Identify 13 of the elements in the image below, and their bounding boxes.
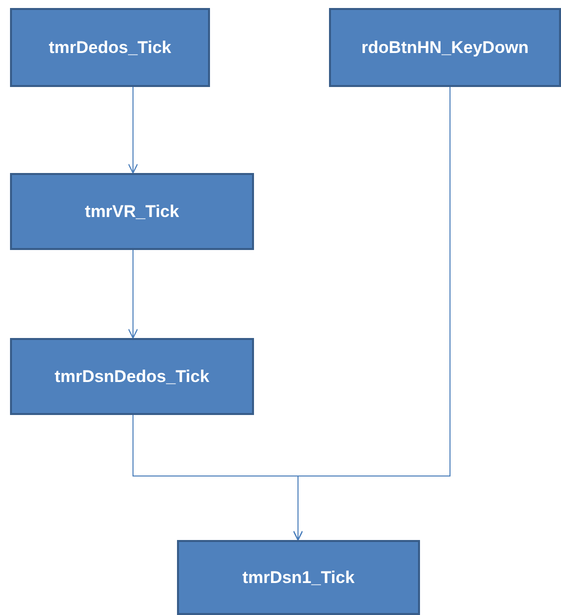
box-label: tmrDsnDedos_Tick <box>54 366 210 386</box>
process-box <box>10 173 254 250</box>
process-box <box>10 338 254 415</box>
connector-arrow <box>128 250 138 339</box>
connector-arrow <box>292 86 450 541</box>
box-label: tmrDedos_Tick <box>48 38 172 58</box>
process-box <box>329 8 561 87</box>
box-label: tmrDsn1_Tick <box>242 568 355 588</box>
process-box <box>10 8 210 87</box>
box-label: tmrVR_Tick <box>84 202 180 222</box>
connector-arrow <box>128 86 138 174</box>
box-label: rdoBtnHN_KeyDown <box>361 38 529 58</box>
process-box <box>177 540 420 615</box>
